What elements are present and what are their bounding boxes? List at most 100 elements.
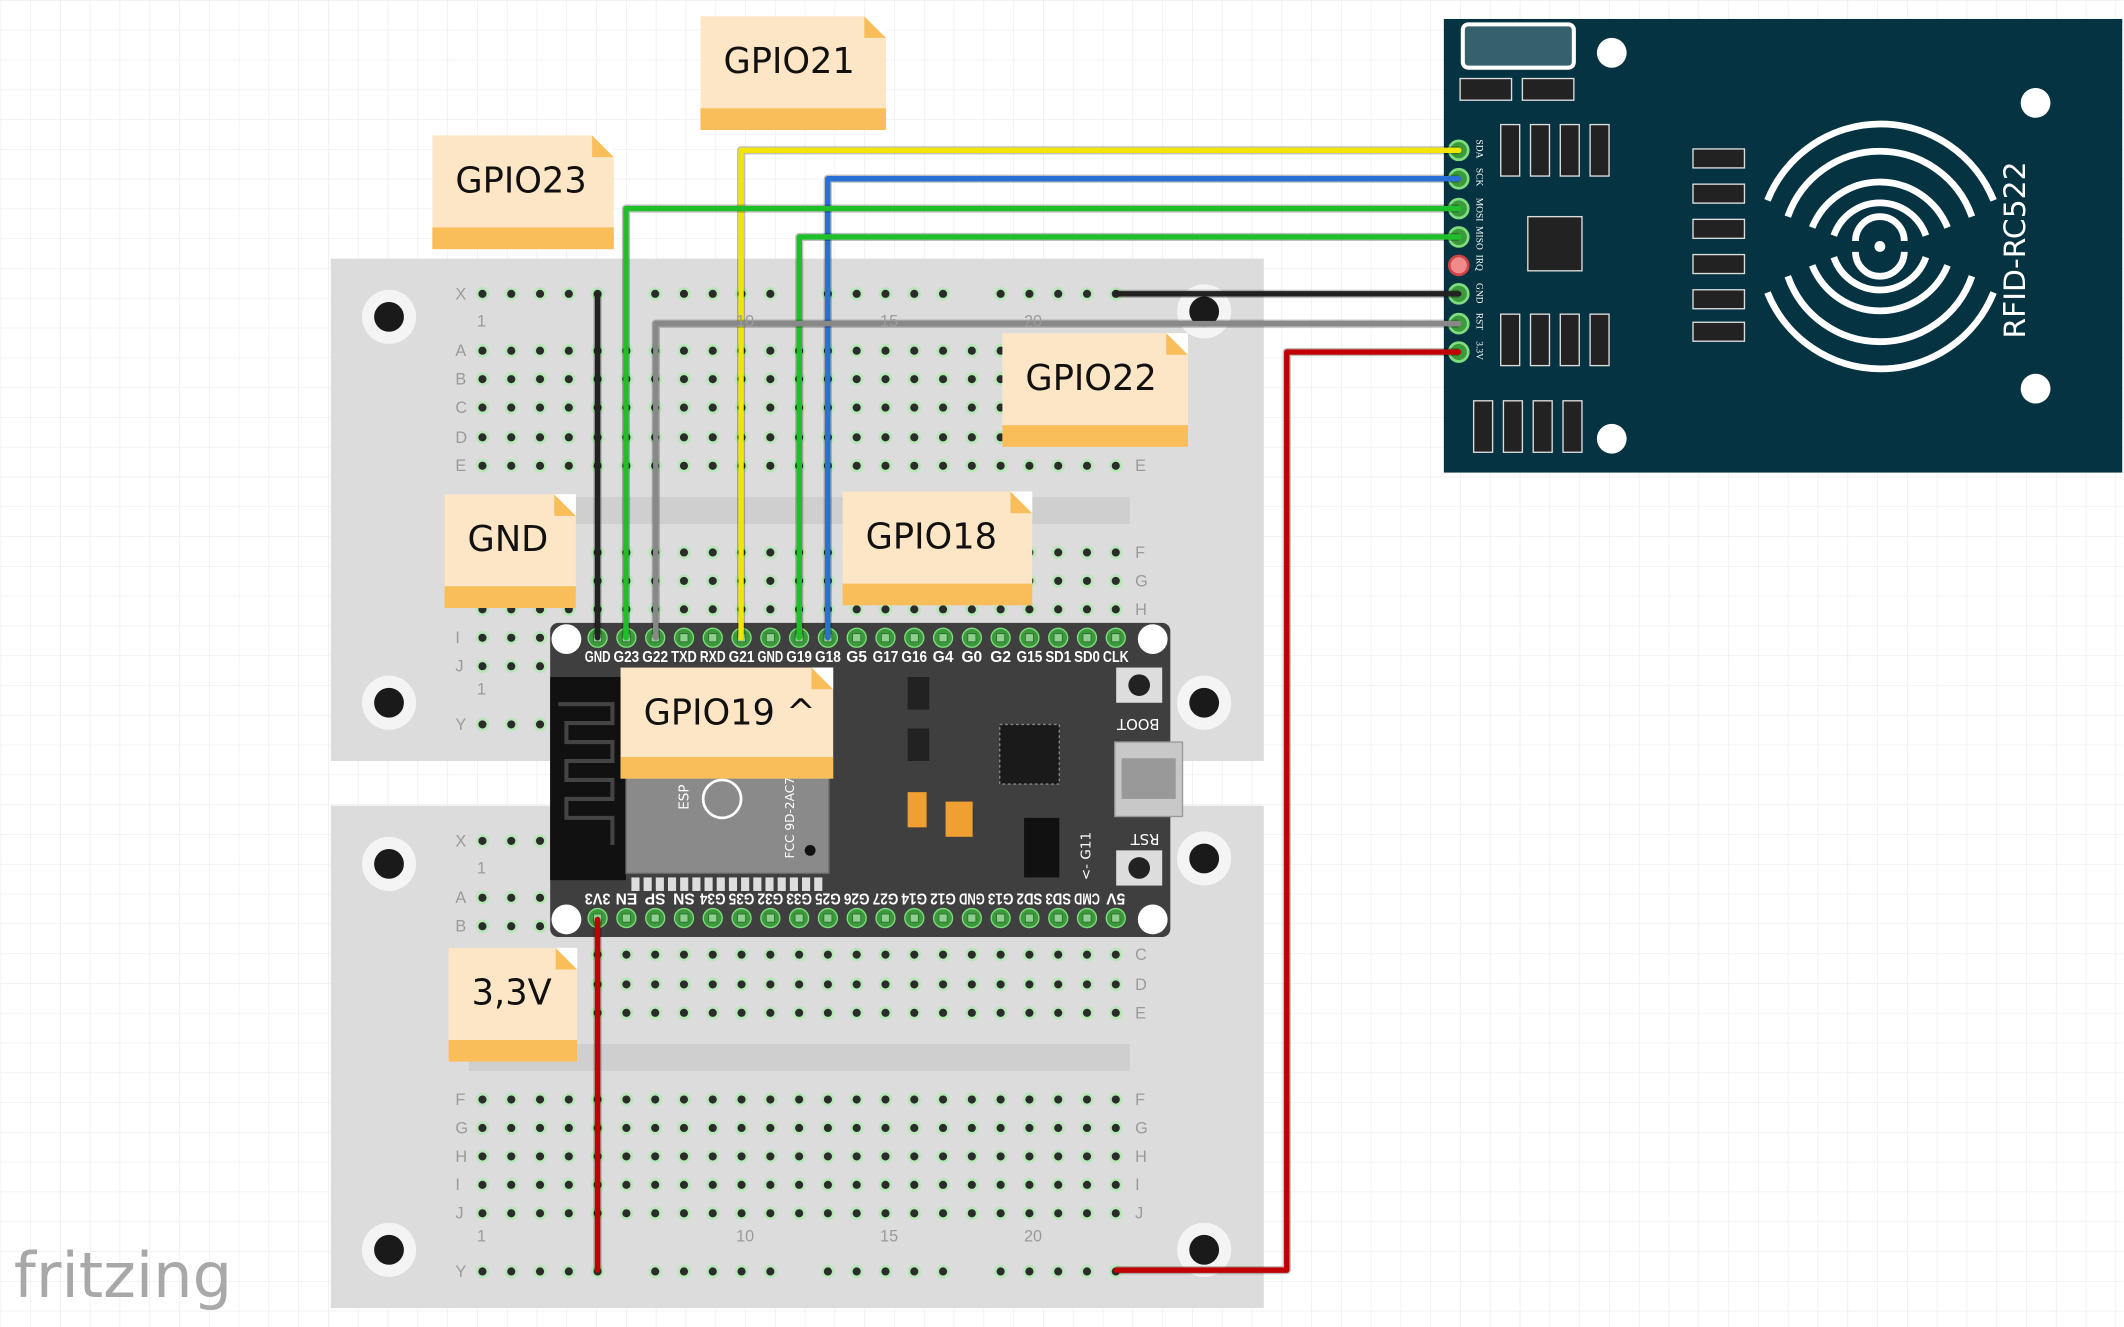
espressif-logo (701, 778, 743, 820)
wire-mosi[interactable] (623, 205, 1462, 641)
row-label: Y (455, 716, 466, 734)
rfid-title: RFID-RC522 (1998, 161, 2033, 338)
row-label: I (455, 1176, 460, 1194)
capacitor (907, 792, 927, 828)
rfid-pin-label: MOSI (1473, 198, 1483, 222)
capacitor (945, 801, 973, 837)
row-label: J (455, 1205, 463, 1223)
note-text: GPIO18 (866, 516, 997, 557)
row-label: B (455, 918, 466, 936)
fcc-text: FCC 9D-2AC72 (783, 769, 797, 858)
pin-label: G0 (961, 649, 982, 666)
column-number: 1 (477, 1228, 486, 1246)
pin-label: G15 (1017, 649, 1043, 666)
pin-label: G23 (614, 649, 640, 666)
pin-label: SD0 (1074, 649, 1100, 666)
note-gnd[interactable]: GND (444, 494, 576, 608)
rst-label: RST (1130, 830, 1160, 848)
note-text: GPIO19 ^ (644, 692, 816, 733)
row-label: Y (455, 1263, 466, 1281)
note-text: GPIO22 (1025, 358, 1156, 399)
note-gpio22[interactable]: GPIO22 (1002, 333, 1188, 447)
wire-sda[interactable] (738, 147, 1462, 641)
row-label: C (1135, 946, 1147, 964)
row-label: F (1135, 544, 1145, 562)
rfid-pin-label: SCK (1473, 168, 1483, 187)
antenna-icon (1764, 120, 1997, 373)
pin-label: G5 (846, 649, 867, 666)
column-number: 20 (1024, 312, 1042, 330)
note-text: GPIO21 (723, 41, 854, 82)
rfid-pin-irq[interactable] (1447, 254, 1470, 277)
row-label: G (455, 1119, 468, 1137)
pin-label: G25 (815, 890, 841, 907)
pin-label: G35 (728, 890, 754, 907)
column-number: 1 (477, 312, 486, 330)
row-label: E (455, 457, 466, 475)
wires[interactable] (593, 146, 1462, 1275)
note-gpio19[interactable]: GPIO19 ^ (620, 667, 834, 779)
column-number: 20 (1024, 1228, 1042, 1246)
wire-sck[interactable] (825, 176, 1462, 641)
row-label: H (1135, 1148, 1147, 1166)
row-label: A (455, 342, 466, 360)
pin-label: G2 (990, 649, 1011, 666)
pin-label: G34 (700, 890, 726, 907)
note-text: GND (468, 519, 549, 560)
pin-label: CMD (1074, 890, 1100, 907)
row-label: J (1135, 1205, 1143, 1223)
pin-label: GND (585, 649, 611, 666)
row-label: I (1135, 1176, 1140, 1194)
crystal (1460, 22, 1576, 70)
rfid-pin-label: IRQ (1473, 255, 1483, 271)
row-label: E (1135, 1004, 1146, 1022)
wire-rst[interactable] (653, 320, 1462, 641)
rst-button[interactable] (1116, 850, 1163, 886)
pin-label: G22 (642, 649, 668, 666)
pin-label: G26 (844, 890, 870, 907)
row-label: H (1135, 601, 1147, 619)
pin-label: GND (959, 890, 985, 907)
mount-hole (551, 904, 582, 935)
esp-text: ESP (676, 784, 692, 809)
pin-label: SP (645, 890, 666, 907)
note-v33[interactable]: 3,3V (448, 947, 578, 1062)
pin-label: EN (616, 890, 638, 907)
pin-label: G18 (815, 649, 841, 666)
note-gpio18[interactable]: GPIO18 (842, 491, 1033, 606)
pin-label: G17 (873, 649, 899, 666)
pin-label: GND (757, 649, 783, 666)
rfid-pin-label: MISO (1473, 226, 1483, 250)
row-label: E (1135, 457, 1146, 475)
wire-power[interactable] (1113, 349, 1462, 1273)
pin-label: G12 (930, 890, 956, 907)
column-number: 1 (477, 681, 486, 699)
pin-label: G14 (901, 890, 927, 907)
pin-label: CLK (1103, 649, 1129, 666)
rfid-pin-label: GND (1473, 283, 1483, 304)
column-number: 10 (736, 1228, 754, 1246)
g11-label: <- G11 (1078, 832, 1094, 880)
row-label: B (455, 371, 466, 389)
row-label: D (1135, 976, 1147, 994)
row-label: F (455, 1091, 465, 1109)
row-label: G (1135, 572, 1148, 590)
note-gpio23[interactable]: GPIO23 (432, 135, 614, 250)
wire-miso[interactable] (796, 234, 1462, 641)
column-number: 1 (477, 859, 486, 877)
cpu-chip (999, 723, 1060, 785)
pin-label: 3V3 (584, 890, 610, 907)
antenna-trace (558, 702, 615, 845)
rfid-pin-label: 3.3V (1473, 341, 1483, 360)
note-gpio21[interactable]: GPIO21 (700, 16, 886, 130)
pin-label: G19 (786, 649, 812, 666)
pin-label: G16 (901, 649, 927, 666)
pin-label: G13 (987, 890, 1013, 907)
row-label: D (455, 429, 467, 447)
row-label: I (455, 629, 460, 647)
boot-button[interactable] (1116, 667, 1163, 703)
column-number: 10 (736, 312, 754, 330)
